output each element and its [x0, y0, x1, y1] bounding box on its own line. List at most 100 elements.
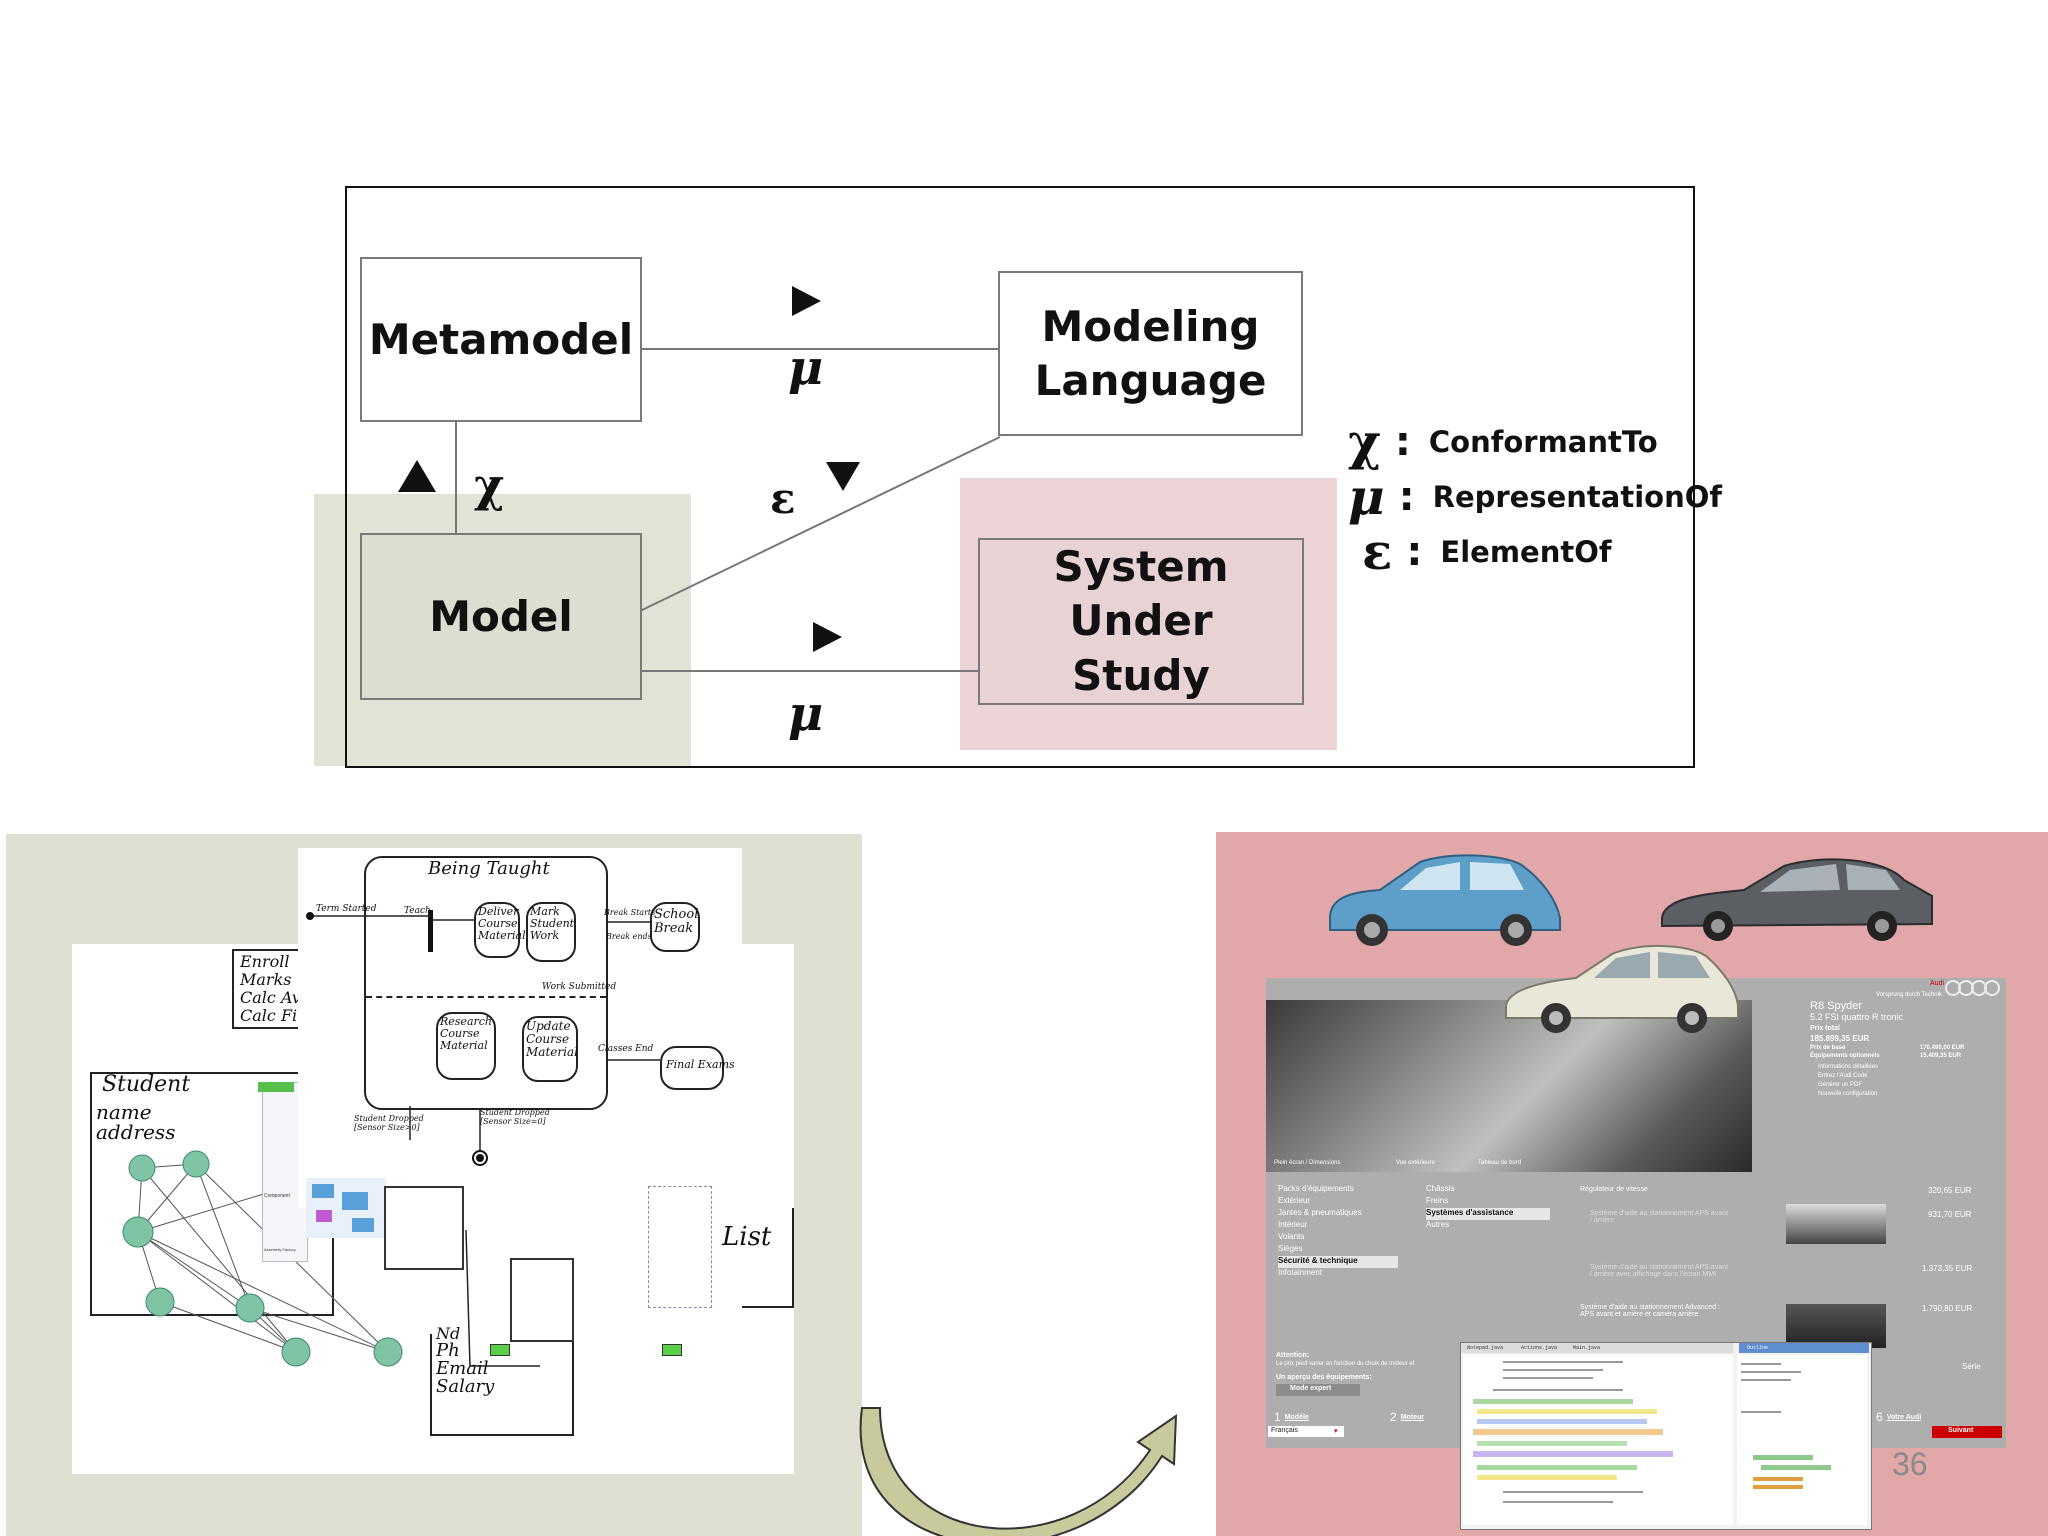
chevron-down-icon: ▾	[1334, 1428, 1338, 1435]
label-teach: Teach	[404, 906, 431, 916]
enroll-list: Enroll Marks Calc Av Calc Fi	[232, 949, 309, 1029]
option-row-4[interactable]: Système d'aide au stationnement Advanced…	[1580, 1304, 1730, 1318]
step-label: Moteur	[1400, 1413, 1425, 1421]
chi-label: χ	[474, 458, 505, 512]
editor-tab-3[interactable]: Main.java	[1573, 1345, 1601, 1351]
view-tab-exterior[interactable]: Vue extérieure	[1396, 1160, 1435, 1166]
step-label: Modèle	[1284, 1413, 1309, 1421]
final-state-icon	[472, 1150, 488, 1166]
language-select[interactable]: Français ▾	[1268, 1426, 1344, 1437]
base-label: Prix de base	[1810, 1045, 1846, 1051]
being-taught-state	[364, 856, 608, 1110]
class-attr-salary: Salary	[436, 1376, 495, 1397]
model-box: Model	[360, 533, 642, 700]
state-final-exams	[660, 1046, 724, 1090]
option-price-4: 1.790,80 EUR	[1922, 1304, 1973, 1313]
audi-logo	[1945, 980, 2000, 996]
category-item[interactable]: Jantes & pneumatiques	[1278, 1208, 1362, 1217]
state-divider	[366, 996, 606, 998]
legend-separator: :	[1406, 528, 1423, 575]
modeling-language-line1: Modeling	[1041, 301, 1260, 351]
expert-mode-button[interactable]: Mode expert	[1276, 1384, 1360, 1396]
being-taught-title: Being Taught	[428, 858, 550, 879]
state-school-break	[650, 902, 700, 952]
category-item[interactable]: Extérieur	[1278, 1196, 1311, 1205]
option-label: Système d'aide au stationnement Advanced…	[1580, 1304, 1720, 1318]
legend-row-epsilon: ε : ElementOf	[1362, 522, 1612, 581]
code-editor-window: Notepad.java Actions.java Main.java Outl…	[1460, 1342, 1872, 1530]
editor-tab-2[interactable]: Actions.java	[1521, 1345, 1558, 1351]
option-label: Système d'aide au stationnement APS avan…	[1590, 1264, 1728, 1278]
state-mark-label: Mark Student Work	[530, 905, 575, 942]
arrow-right-bottom-icon	[813, 622, 842, 652]
green-node-left	[490, 1344, 510, 1356]
edge-model-language	[639, 436, 1001, 612]
legend-separator: :	[1398, 473, 1415, 520]
sketch-front-paper	[298, 848, 742, 1028]
next-button[interactable]: Suivant	[1932, 1426, 2002, 1438]
category-item-selected[interactable]: Sécurité & technique	[1278, 1256, 1398, 1268]
category-item[interactable]: Volants	[1278, 1232, 1305, 1241]
state-mark	[526, 902, 576, 962]
arrow-right-top-icon	[792, 286, 821, 316]
editor-tab-1[interactable]: Notepad.java	[1467, 1345, 1504, 1351]
legend-symbol: μ	[1348, 467, 1385, 526]
option-price-3: 1.373,35 EUR	[1922, 1264, 1973, 1273]
mu-label-bottom: μ	[788, 686, 824, 742]
state-research-label: Research Course Material	[440, 1015, 493, 1052]
category-item[interactable]: Intérieur	[1278, 1220, 1308, 1229]
option-image-2	[1786, 1304, 1886, 1348]
total-value: 185.899,35 EUR	[1810, 1034, 1870, 1043]
info-link-2[interactable]: Entrez l'Audi Code	[1818, 1073, 1868, 1079]
category-item[interactable]: Packs d'équipements	[1278, 1184, 1354, 1193]
green-blocks	[258, 1082, 294, 1092]
option-row-1[interactable]: Régulateur de vitesse	[1580, 1186, 1750, 1193]
step-2[interactable]: 2 Moteur	[1390, 1410, 1424, 1424]
step-1[interactable]: 1 Modèle	[1274, 1410, 1309, 1424]
subcategory-item[interactable]: Freins	[1426, 1196, 1449, 1205]
legend-symbol: χ	[1348, 412, 1381, 471]
category-item[interactable]: Sièges	[1278, 1244, 1303, 1253]
category-item[interactable]: Infotainment	[1278, 1268, 1323, 1277]
legend-row-chi: χ : ConformantTo	[1348, 412, 1658, 471]
options-value: 15.409,35 EUR	[1920, 1053, 1962, 1059]
option-row-3[interactable]: Système d'aide au stationnement APS avan…	[1590, 1264, 1730, 1278]
state-update	[522, 1016, 578, 1082]
overview-label: Un aperçu des équipements:	[1276, 1374, 1372, 1381]
view-tab-dashboard[interactable]: Tableau de bord	[1478, 1160, 1522, 1166]
expert-mode-label: Mode expert	[1290, 1385, 1332, 1392]
label-break-ends: Break ends	[606, 932, 652, 941]
code-area	[1463, 1355, 1733, 1525]
metamodel-label: Metamodel	[368, 315, 634, 364]
attention-title: Attention:	[1276, 1352, 1310, 1359]
outline-tab[interactable]: Outline	[1747, 1345, 1769, 1351]
step-6[interactable]: 6 Votre Audi	[1876, 1410, 1921, 1424]
option-image-1	[1786, 1204, 1886, 1244]
car-blue-icon	[1329, 854, 1561, 946]
subcategory-item[interactable]: Autres	[1426, 1220, 1450, 1229]
car-white-icon	[1505, 944, 1739, 1033]
info-link-4[interactable]: Nouvelle configuration	[1818, 1091, 1878, 1097]
student-attr-name: name	[96, 1100, 152, 1124]
class-attr-ph: Ph	[436, 1340, 460, 1361]
option-price-1: 320,65 EUR	[1928, 1186, 1972, 1195]
next-label: Suivant	[1948, 1427, 1974, 1434]
system-label-line2: Study	[1072, 650, 1210, 700]
car-model: R8 Spyder	[1810, 1000, 1862, 1012]
state-final-exams-label: Final Exams	[666, 1058, 735, 1071]
subcategory-item-selected[interactable]: Systèmes d'assistance	[1426, 1208, 1550, 1220]
network-graph	[122, 1150, 403, 1367]
initial-state-icon	[306, 912, 314, 920]
subcategory-item[interactable]: Châssis	[1426, 1184, 1455, 1193]
mu-label-top: μ	[788, 340, 824, 396]
class-attr-nd: Nd	[436, 1324, 461, 1343]
epsilon-label: ε	[770, 474, 796, 523]
view-tab-fullscreen[interactable]: Plein écran / Dimensions	[1274, 1160, 1341, 1166]
option-row-2[interactable]: Système d'aide au stationnement APS avan…	[1590, 1210, 1730, 1224]
language-value: Français	[1271, 1427, 1298, 1434]
info-link-1[interactable]: Informations détaillées	[1818, 1064, 1879, 1070]
professor-class-sketch	[510, 1258, 574, 1342]
serie-label: Série	[1962, 1362, 1981, 1371]
diagram-frame	[345, 186, 1695, 768]
info-link-3[interactable]: Générer un PDF	[1818, 1082, 1863, 1088]
